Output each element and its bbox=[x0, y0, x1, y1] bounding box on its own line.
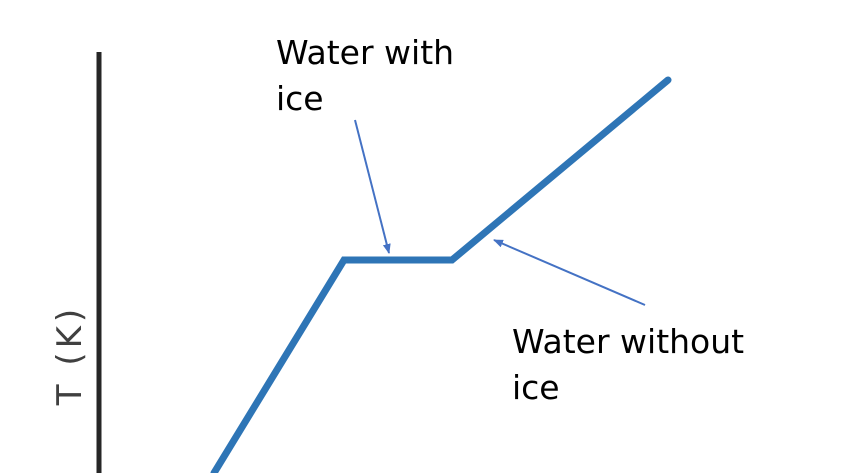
heating-curve bbox=[210, 76, 672, 473]
arrow-to-rising-segment bbox=[493, 239, 646, 306]
annotation-water-with-ice: Water with ice bbox=[276, 30, 454, 122]
annotation-with-ice-line2: ice bbox=[276, 79, 324, 118]
annotation-without-ice-line1: Water without bbox=[512, 322, 745, 361]
y-axis-label: T (K) bbox=[50, 304, 90, 406]
annotation-with-ice-line1: Water with bbox=[276, 33, 455, 72]
annotation-water-without-ice: Water without ice bbox=[512, 319, 744, 411]
annotation-without-ice-line2: ice bbox=[512, 368, 560, 407]
arrow-to-plateau bbox=[354, 119, 391, 254]
